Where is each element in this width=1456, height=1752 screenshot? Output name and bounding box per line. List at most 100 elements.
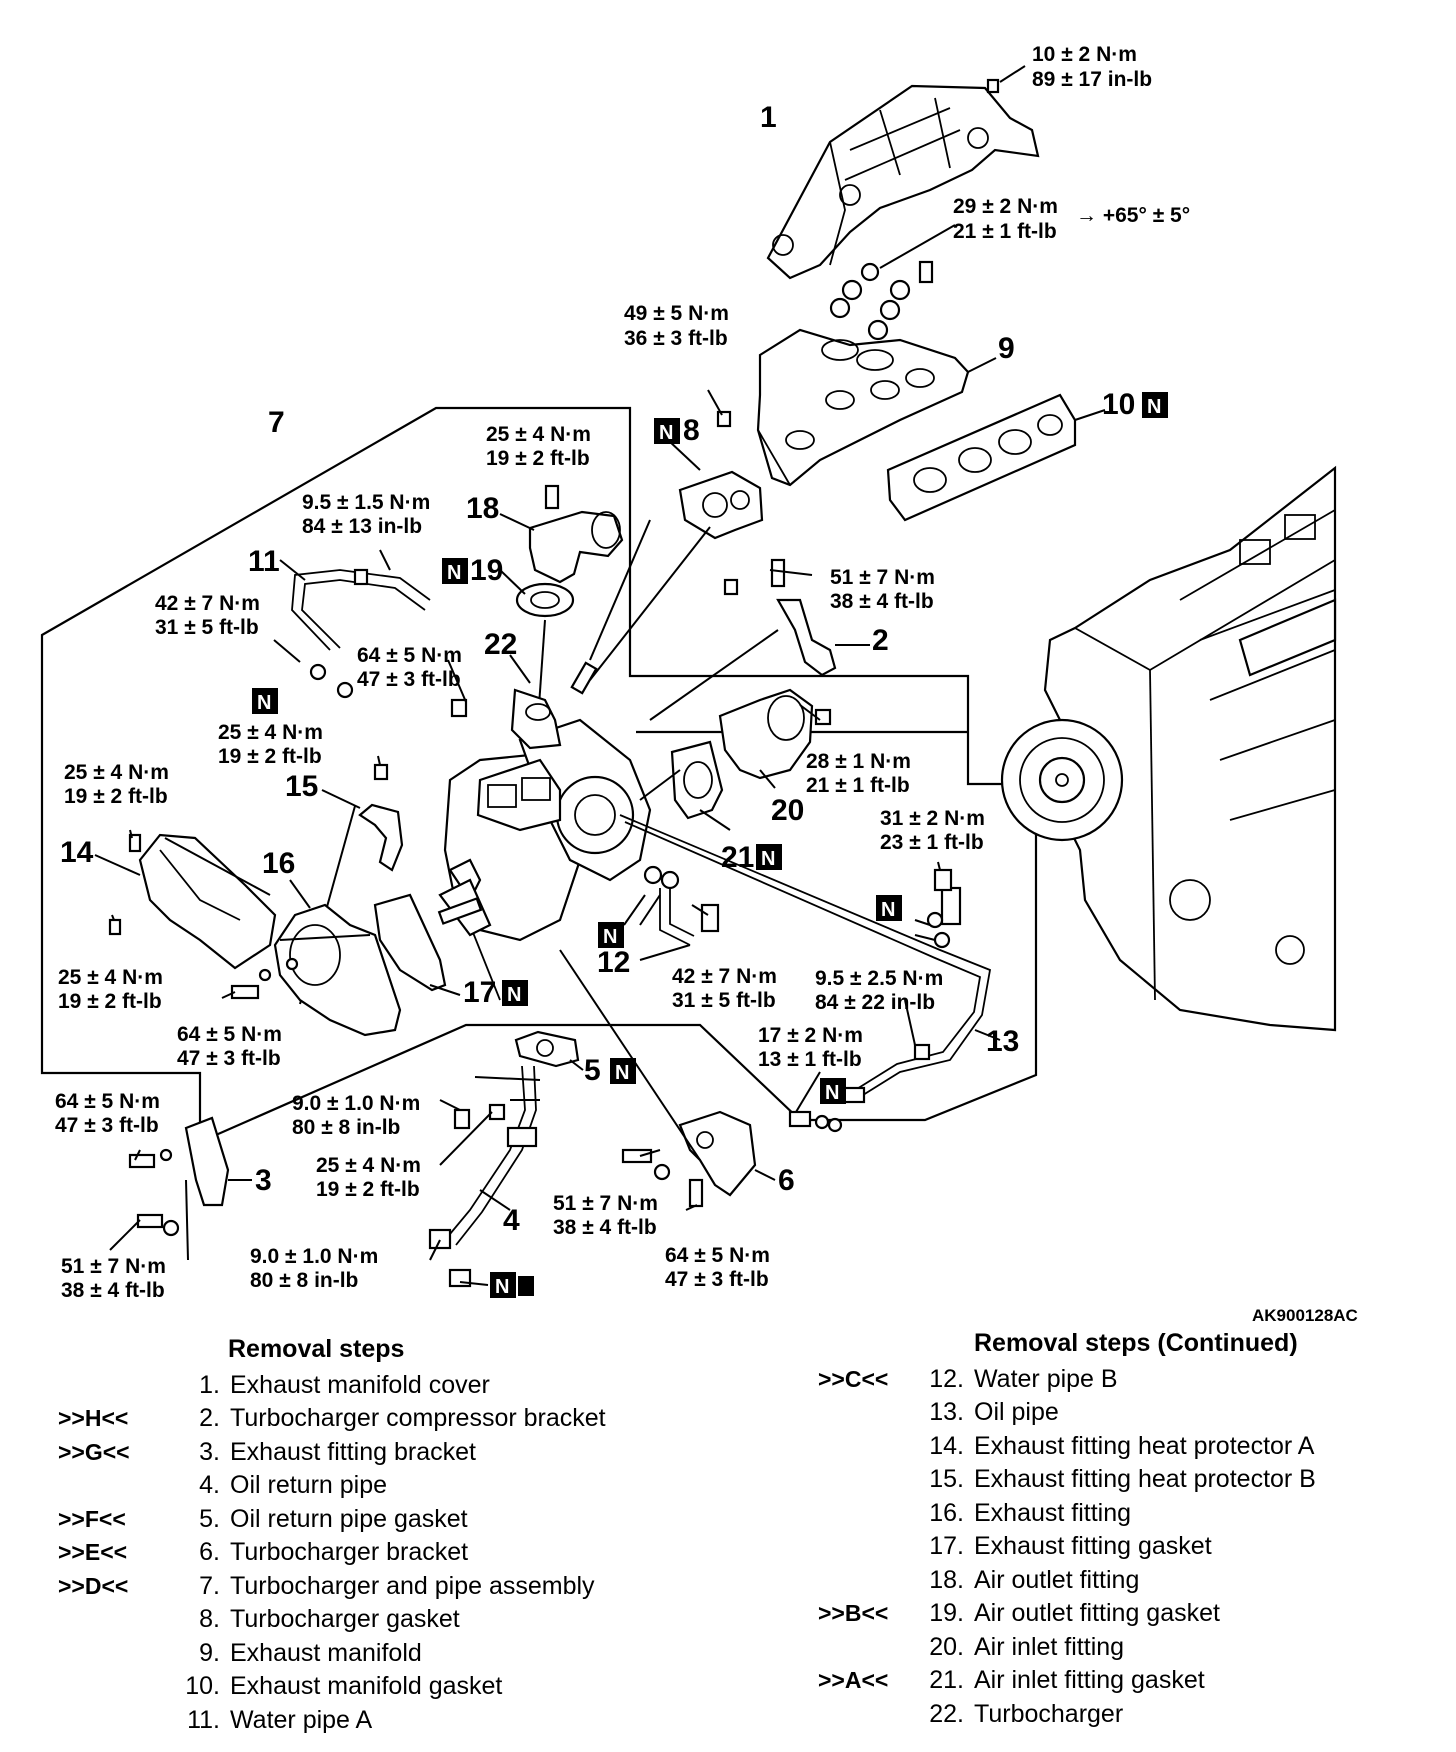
svg-text:21 ± 1 ft-lb: 21 ± 1 ft-lb	[806, 774, 910, 797]
new-part-mark-17: N	[502, 980, 528, 1006]
svg-text:10 ± 2 N·m: 10 ± 2 N·m	[1032, 43, 1137, 66]
callout-10: 10	[1102, 388, 1135, 421]
svg-text:N: N	[825, 1082, 839, 1104]
step-row: 18.Air outlet fitting	[929, 1565, 1140, 1594]
svg-text:47 ± 3 ft-lb: 47 ± 3 ft-lb	[665, 1268, 769, 1291]
step-row: 13.Oil pipe	[929, 1398, 1059, 1426]
svg-text:19 ± 2 ft-lb: 19 ± 2 ft-lb	[316, 1178, 420, 1201]
torque-spec-64c: 64 ± 5 N·m 47 ± 3 ft-lb	[55, 1090, 160, 1137]
callout-7: 7	[268, 406, 285, 439]
bolt-icon-a	[453, 1108, 471, 1130]
exhaust-stud-icon	[437, 897, 483, 925]
callout-4: 4	[503, 1204, 520, 1237]
torque-spec-bracket-2: 51 ± 7 N·m 38 ± 4 ft-lb	[830, 566, 935, 613]
torque-spec-90b: 9.0 ± 1.0 N·m 80 ± 8 in-lb	[250, 1245, 378, 1292]
figure-id: AK900128AC	[1252, 1306, 1358, 1325]
part-4-oil-return-pipe	[428, 1065, 538, 1288]
part-9-exhaust-manifold	[756, 328, 970, 487]
torque-spec-31: 31 ± 2 N·m 23 ± 1 ft-lb	[880, 807, 985, 854]
step-row: 17.Exhaust fitting gasket	[929, 1532, 1212, 1560]
callout-3: 3	[255, 1164, 272, 1197]
svg-text:84 ± 13 in-lb: 84 ± 13 in-lb	[302, 515, 422, 538]
svg-text:38 ± 4 ft-lb: 38 ± 4 ft-lb	[830, 590, 934, 613]
engine-block-illustration	[1000, 465, 1337, 1032]
step-row: 8.Turbocharger gasket	[199, 1605, 460, 1633]
bolt-icon-c	[450, 698, 468, 718]
torque-spec-51c: 51 ± 7 N·m 38 ± 4 ft-lb	[61, 1255, 166, 1302]
step-row: >>E<<6.Turbocharger bracket	[58, 1538, 469, 1566]
svg-text:29 ± 2 N·m: 29 ± 2 N·m	[953, 195, 1058, 218]
new-part-mark-19: N	[442, 558, 468, 584]
torque-spec-42a: 42 ± 7 N·m 31 ± 5 ft-lb	[155, 592, 260, 639]
svg-text:9.5 ± 1.5 N·m: 9.5 ± 1.5 N·m	[302, 491, 430, 514]
new-part-mark-oil-pipe-top: N	[876, 895, 902, 921]
svg-text:17 ± 2 N·m: 17 ± 2 N·m	[758, 1024, 863, 1047]
svg-text:80 ± 8 in-lb: 80 ± 8 in-lb	[250, 1269, 358, 1292]
new-part-mark-oil-pipe-bottom: N	[820, 1078, 846, 1104]
svg-text:25 ± 4 N·m: 25 ± 4 N·m	[218, 721, 323, 744]
part-12-water-pipe-b	[643, 865, 720, 946]
svg-text:N: N	[495, 1276, 509, 1298]
svg-text:38 ± 4 ft-lb: 38 ± 4 ft-lb	[553, 1216, 657, 1239]
step-row: 16.Exhaust fitting	[929, 1498, 1132, 1527]
assembly-7-outline	[40, 406, 1038, 1144]
callout-17: 17	[463, 976, 496, 1009]
torque-spec-90a: 9.0 ± 1.0 N·m 80 ± 8 in-lb	[292, 1092, 420, 1139]
svg-text:80 ± 8 in-lb: 80 ± 8 in-lb	[292, 1116, 400, 1139]
new-part-mark-5: N	[610, 1058, 636, 1084]
callout-21: 21	[721, 841, 754, 874]
callout-2: 2	[872, 624, 889, 657]
callout-14: 14	[60, 836, 94, 869]
step-row: 10.Exhaust manifold gasket	[185, 1672, 503, 1700]
svg-text:21 ± 1 ft-lb: 21 ± 1 ft-lb	[953, 220, 1057, 243]
step-row: >>D<<7.Turbocharger and pipe assembly	[58, 1571, 595, 1600]
bolt-icon-d	[723, 578, 739, 596]
part-14-heat-protector-a	[138, 833, 277, 970]
svg-text:47 ± 3 ft-lb: 47 ± 3 ft-lb	[357, 668, 461, 691]
torque-spec-air-outlet: 25 ± 4 N·m 19 ± 2 ft-lb	[486, 423, 591, 470]
callout-18: 18	[466, 492, 499, 525]
step-row: >>B<<19.Air outlet fitting gasket	[818, 1599, 1220, 1627]
torque-spec-42b: 42 ± 7 N·m 31 ± 5 ft-lb	[672, 965, 777, 1012]
svg-text:64 ± 5 N·m: 64 ± 5 N·m	[357, 644, 462, 667]
part-15-heat-protector-b	[358, 803, 404, 872]
torque-spec-51b: 51 ± 7 N·m 38 ± 4 ft-lb	[553, 1192, 658, 1239]
torque-spec-25b: 25 ± 4 N·m 19 ± 2 ft-lb	[64, 761, 169, 808]
exploded-parts-diagram: N N N N N N N N N N N 1 2 3 4	[40, 43, 1358, 1325]
part-13-oil-pipe	[619, 814, 992, 1133]
torque-spec-64b: 64 ± 5 N·m 47 ± 3 ft-lb	[177, 1023, 282, 1070]
part-18-air-outlet-fitting	[528, 484, 624, 584]
callout-6: 6	[778, 1164, 795, 1197]
part-10-exhaust-manifold-gasket	[886, 393, 1077, 522]
svg-text:23 ± 1 ft-lb: 23 ± 1 ft-lb	[880, 831, 984, 854]
step-row: 1.Exhaust manifold cover	[199, 1370, 490, 1399]
manifold-nuts-washers	[829, 224, 956, 341]
svg-text:19 ± 2 ft-lb: 19 ± 2 ft-lb	[486, 447, 590, 470]
svg-text:51 ± 7 N·m: 51 ± 7 N·m	[61, 1255, 166, 1278]
svg-text:25 ± 4 N·m: 25 ± 4 N·m	[486, 423, 591, 446]
torque-spec-64a: 64 ± 5 N·m 47 ± 3 ft-lb	[357, 644, 462, 691]
callout-11: 11	[248, 545, 280, 578]
step-row: 14.Exhaust fitting heat protector A	[929, 1431, 1315, 1460]
svg-text:19 ± 2 ft-lb: 19 ± 2 ft-lb	[58, 990, 162, 1013]
part-8-turbocharger-gasket	[678, 470, 764, 540]
svg-text:31 ± 5 ft-lb: 31 ± 5 ft-lb	[672, 989, 776, 1012]
svg-text:47 ± 3 ft-lb: 47 ± 3 ft-lb	[55, 1114, 159, 1137]
torque-spec-9525: 9.5 ± 2.5 N·m 84 ± 22 in-lb	[815, 967, 943, 1014]
step-row: >>F<<5.Oil return pipe gasket	[58, 1504, 468, 1533]
part-19-air-outlet-fitting-gasket	[515, 582, 575, 618]
step-row: >>H<<2.Turbocharger compressor bracket	[58, 1404, 606, 1432]
heat-protector-bolt-icon	[128, 833, 142, 853]
svg-text:64 ± 5 N·m: 64 ± 5 N·m	[665, 1244, 770, 1267]
svg-text:N: N	[615, 1062, 629, 1084]
svg-text:64 ± 5 N·m: 64 ± 5 N·m	[55, 1090, 160, 1113]
torque-spec-28: 28 ± 1 N·m 21 ± 1 ft-lb	[806, 750, 911, 797]
svg-text:19 ± 2 ft-lb: 19 ± 2 ft-lb	[218, 745, 322, 768]
svg-text:25 ± 4 N·m: 25 ± 4 N·m	[64, 761, 169, 784]
svg-text:51 ± 7 N·m: 51 ± 7 N·m	[830, 566, 935, 589]
removal-steps-title: Removal steps	[228, 1335, 405, 1363]
svg-text:49 ± 5 N·m: 49 ± 5 N·m	[624, 302, 729, 325]
bolt-icon-b	[488, 1103, 506, 1121]
callout-19: 19	[470, 554, 503, 587]
manifold-nut-icon	[716, 410, 732, 428]
